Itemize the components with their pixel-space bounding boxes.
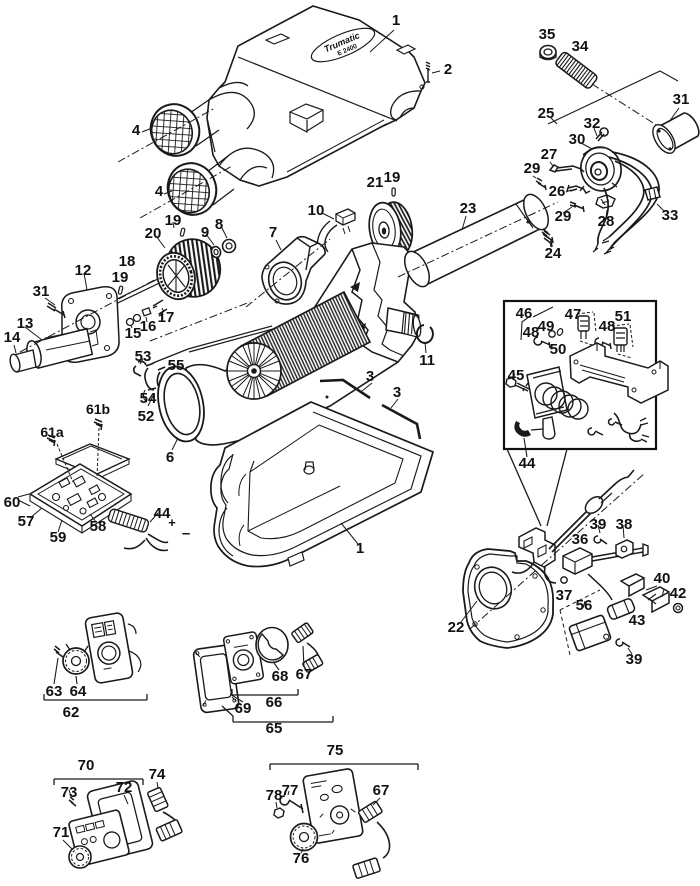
svg-text:45: 45 (508, 367, 525, 384)
svg-text:44: 44 (519, 455, 536, 472)
svg-text:6: 6 (166, 449, 174, 466)
svg-text:44: 44 (154, 505, 171, 522)
svg-text:63: 63 (46, 683, 63, 700)
svg-text:29: 29 (524, 160, 541, 177)
svg-text:27: 27 (541, 146, 558, 163)
svg-text:76: 76 (293, 850, 310, 867)
svg-text:24: 24 (545, 245, 562, 262)
svg-text:11: 11 (419, 352, 435, 369)
svg-text:22: 22 (448, 619, 465, 636)
svg-text:34: 34 (572, 38, 589, 55)
svg-text:77: 77 (282, 782, 299, 799)
svg-text:50: 50 (550, 341, 567, 358)
svg-text:39: 39 (626, 651, 643, 668)
svg-text:13: 13 (17, 315, 34, 332)
svg-text:61b: 61b (86, 401, 110, 417)
svg-text:39: 39 (590, 516, 607, 533)
svg-text:59: 59 (50, 529, 67, 546)
svg-text:1: 1 (392, 12, 400, 29)
svg-text:10: 10 (308, 202, 325, 219)
svg-text:20: 20 (145, 225, 162, 242)
svg-text:55: 55 (168, 357, 185, 374)
svg-text:18: 18 (119, 253, 136, 270)
svg-text:3: 3 (393, 384, 401, 401)
svg-text:51: 51 (615, 308, 632, 325)
svg-text:23: 23 (460, 200, 477, 217)
svg-text:19: 19 (112, 269, 129, 286)
svg-text:14: 14 (4, 329, 21, 346)
svg-text:30: 30 (569, 131, 586, 148)
svg-text:–: – (182, 525, 190, 542)
svg-text:68: 68 (272, 668, 289, 685)
svg-text:65: 65 (266, 720, 283, 737)
svg-text:66: 66 (266, 694, 283, 711)
svg-text:9: 9 (201, 224, 209, 241)
svg-text:3: 3 (366, 368, 374, 385)
svg-text:16: 16 (140, 318, 157, 335)
svg-text:42: 42 (670, 585, 687, 602)
svg-text:72: 72 (116, 779, 133, 796)
svg-text:58: 58 (90, 518, 107, 535)
svg-text:64: 64 (70, 683, 87, 700)
svg-text:31: 31 (33, 283, 50, 300)
svg-text:29: 29 (555, 208, 572, 225)
svg-text:61a: 61a (40, 424, 64, 440)
svg-text:54: 54 (140, 390, 157, 407)
svg-text:73: 73 (61, 784, 78, 801)
svg-text:7: 7 (269, 224, 277, 241)
svg-text:74: 74 (149, 766, 166, 783)
svg-text:21: 21 (367, 174, 384, 191)
svg-text:60: 60 (4, 494, 21, 511)
svg-text:78: 78 (266, 787, 283, 804)
svg-text:56: 56 (576, 597, 593, 614)
svg-text:43: 43 (629, 612, 646, 629)
svg-text:32: 32 (584, 115, 601, 132)
svg-text:35: 35 (539, 26, 556, 43)
svg-text:1: 1 (356, 540, 364, 557)
svg-text:8: 8 (215, 216, 223, 233)
svg-text:+: + (168, 515, 176, 530)
svg-text:12: 12 (75, 262, 92, 279)
svg-text:28: 28 (598, 213, 615, 230)
svg-text:52: 52 (138, 408, 155, 425)
svg-text:47: 47 (565, 306, 582, 323)
svg-text:49: 49 (538, 318, 555, 335)
svg-text:37: 37 (556, 587, 573, 604)
svg-text:67: 67 (296, 666, 313, 683)
svg-text:48: 48 (523, 324, 540, 341)
svg-text:69: 69 (235, 700, 252, 717)
svg-text:40: 40 (654, 570, 671, 587)
svg-text:48: 48 (599, 318, 616, 335)
svg-text:36: 36 (572, 531, 589, 548)
svg-text:19: 19 (165, 212, 182, 229)
svg-text:25: 25 (538, 105, 555, 122)
svg-text:46: 46 (516, 305, 533, 322)
svg-text:31: 31 (673, 91, 690, 108)
svg-text:67: 67 (373, 782, 390, 799)
svg-text:71: 71 (53, 824, 70, 841)
svg-text:70: 70 (78, 757, 95, 774)
svg-text:62: 62 (63, 704, 80, 721)
svg-text:4: 4 (132, 122, 141, 139)
svg-text:33: 33 (662, 207, 679, 224)
svg-text:2: 2 (444, 61, 452, 78)
svg-text:15: 15 (125, 325, 142, 342)
svg-text:17: 17 (158, 309, 175, 326)
svg-text:53: 53 (135, 348, 152, 365)
svg-text:26: 26 (549, 183, 566, 200)
svg-text:75: 75 (327, 742, 344, 759)
svg-text:57: 57 (18, 513, 35, 530)
svg-text:4: 4 (155, 183, 164, 200)
svg-text:19: 19 (384, 169, 401, 186)
svg-text:38: 38 (616, 516, 633, 533)
